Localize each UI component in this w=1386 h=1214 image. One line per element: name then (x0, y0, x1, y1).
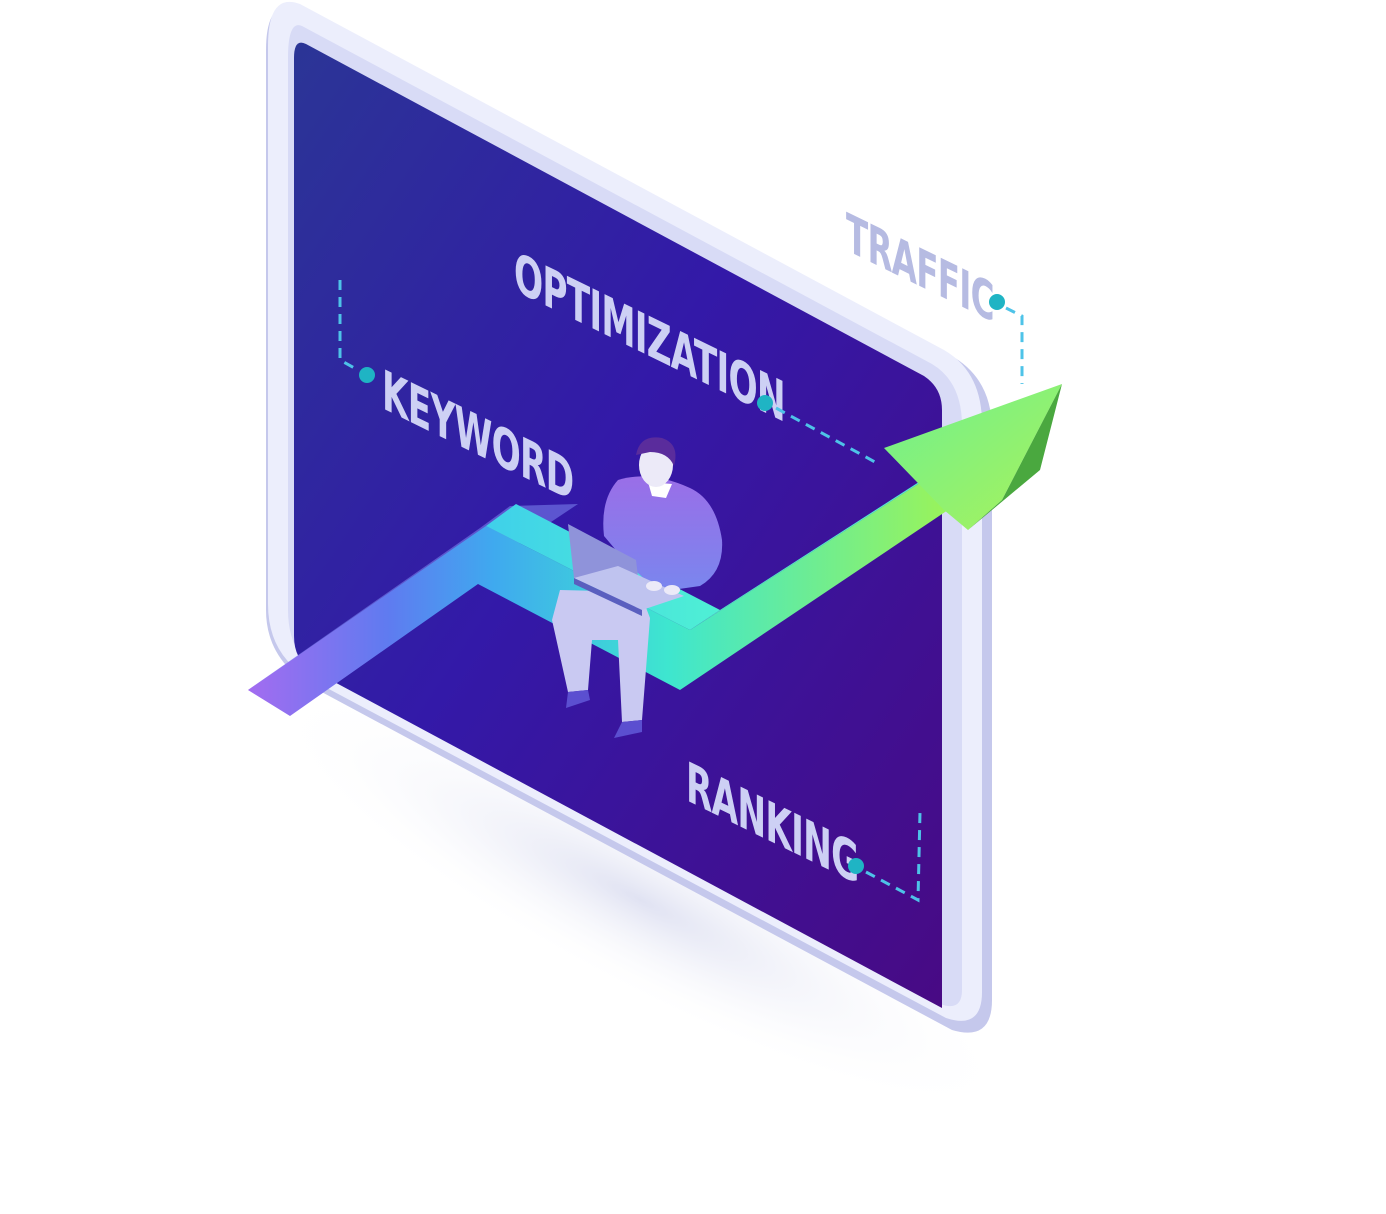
ground-shadow (266, 687, 1014, 1113)
person-with-laptop-illustration (552, 437, 723, 738)
